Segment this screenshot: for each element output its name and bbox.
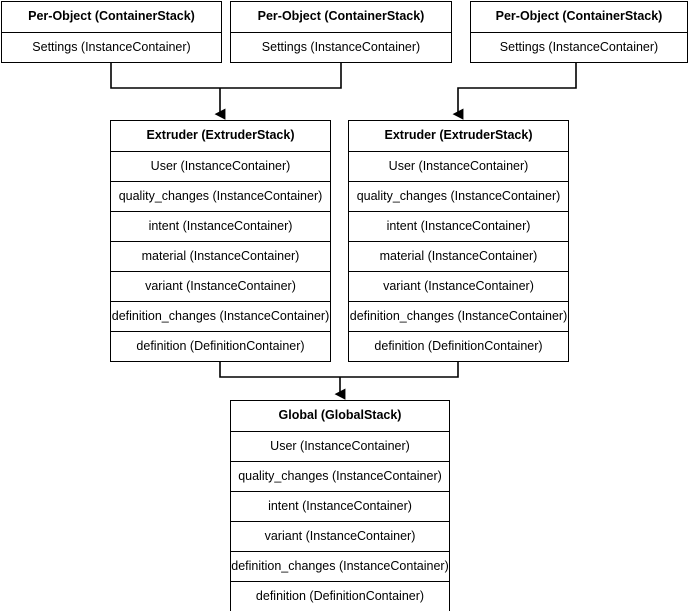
extruder-stack-1-row-material[interactable]: material (InstanceContainer): [111, 241, 330, 271]
extruder-stack-1-row-definition[interactable]: definition (DefinitionContainer): [111, 331, 330, 361]
global-stack-row-intent[interactable]: intent (InstanceContainer): [231, 491, 449, 521]
connector-extruder1-to-global: [219, 360, 340, 378]
global-stack-row-user[interactable]: User (InstanceContainer): [231, 431, 449, 461]
connector-perobject1-to-extruder1: [110, 61, 220, 89]
per-object-stack-3-header: Per-Object (ContainerStack): [471, 2, 687, 32]
extruder-stack-2-row-material[interactable]: material (InstanceContainer): [349, 241, 568, 271]
extruder-stack-2[interactable]: Extruder (ExtruderStack) User (InstanceC…: [348, 120, 569, 362]
connector-extruder2-to-global: [340, 360, 459, 378]
per-object-stack-2[interactable]: Per-Object (ContainerStack) Settings (In…: [230, 1, 452, 63]
global-stack-row-definition-changes[interactable]: definition_changes (InstanceContainer): [231, 551, 449, 581]
extruder-stack-1-row-definition-changes[interactable]: definition_changes (InstanceContainer): [111, 301, 330, 331]
per-object-stack-3-row-settings[interactable]: Settings (InstanceContainer): [471, 32, 687, 62]
global-stack[interactable]: Global (GlobalStack) User (InstanceConta…: [230, 400, 450, 611]
per-object-stack-1[interactable]: Per-Object (ContainerStack) Settings (In…: [1, 1, 222, 63]
global-stack-row-variant[interactable]: variant (InstanceContainer): [231, 521, 449, 551]
extruder-stack-1-row-intent[interactable]: intent (InstanceContainer): [111, 211, 330, 241]
extruder-stack-1-header: Extruder (ExtruderStack): [111, 121, 330, 151]
extruder-stack-2-row-user[interactable]: User (InstanceContainer): [349, 151, 568, 181]
extruder-stack-2-row-definition-changes[interactable]: definition_changes (InstanceContainer): [349, 301, 568, 331]
extruder-stack-1-row-variant[interactable]: variant (InstanceContainer): [111, 271, 330, 301]
extruder-stack-1[interactable]: Extruder (ExtruderStack) User (InstanceC…: [110, 120, 331, 362]
extruder-stack-2-row-definition[interactable]: definition (DefinitionContainer): [349, 331, 568, 361]
extruder-stack-2-row-variant[interactable]: variant (InstanceContainer): [349, 271, 568, 301]
per-object-stack-1-header: Per-Object (ContainerStack): [2, 2, 221, 32]
global-stack-header: Global (GlobalStack): [231, 401, 449, 431]
connector-perobject3-to-extruder2: [452, 61, 577, 120]
per-object-stack-1-row-settings[interactable]: Settings (InstanceContainer): [2, 32, 221, 62]
per-object-stack-2-header: Per-Object (ContainerStack): [231, 2, 451, 32]
global-stack-row-quality-changes[interactable]: quality_changes (InstanceContainer): [231, 461, 449, 491]
global-stack-row-definition[interactable]: definition (DefinitionContainer): [231, 581, 449, 611]
per-object-stack-3[interactable]: Per-Object (ContainerStack) Settings (In…: [470, 1, 688, 63]
per-object-stack-2-row-settings[interactable]: Settings (InstanceContainer): [231, 32, 451, 62]
connector-perobject2-to-extruder1: [220, 61, 342, 89]
extruder-stack-1-row-quality-changes[interactable]: quality_changes (InstanceContainer): [111, 181, 330, 211]
extruder-stack-1-row-user[interactable]: User (InstanceContainer): [111, 151, 330, 181]
extruder-stack-2-header: Extruder (ExtruderStack): [349, 121, 568, 151]
extruder-stack-2-row-intent[interactable]: intent (InstanceContainer): [349, 211, 568, 241]
extruder-stack-2-row-quality-changes[interactable]: quality_changes (InstanceContainer): [349, 181, 568, 211]
